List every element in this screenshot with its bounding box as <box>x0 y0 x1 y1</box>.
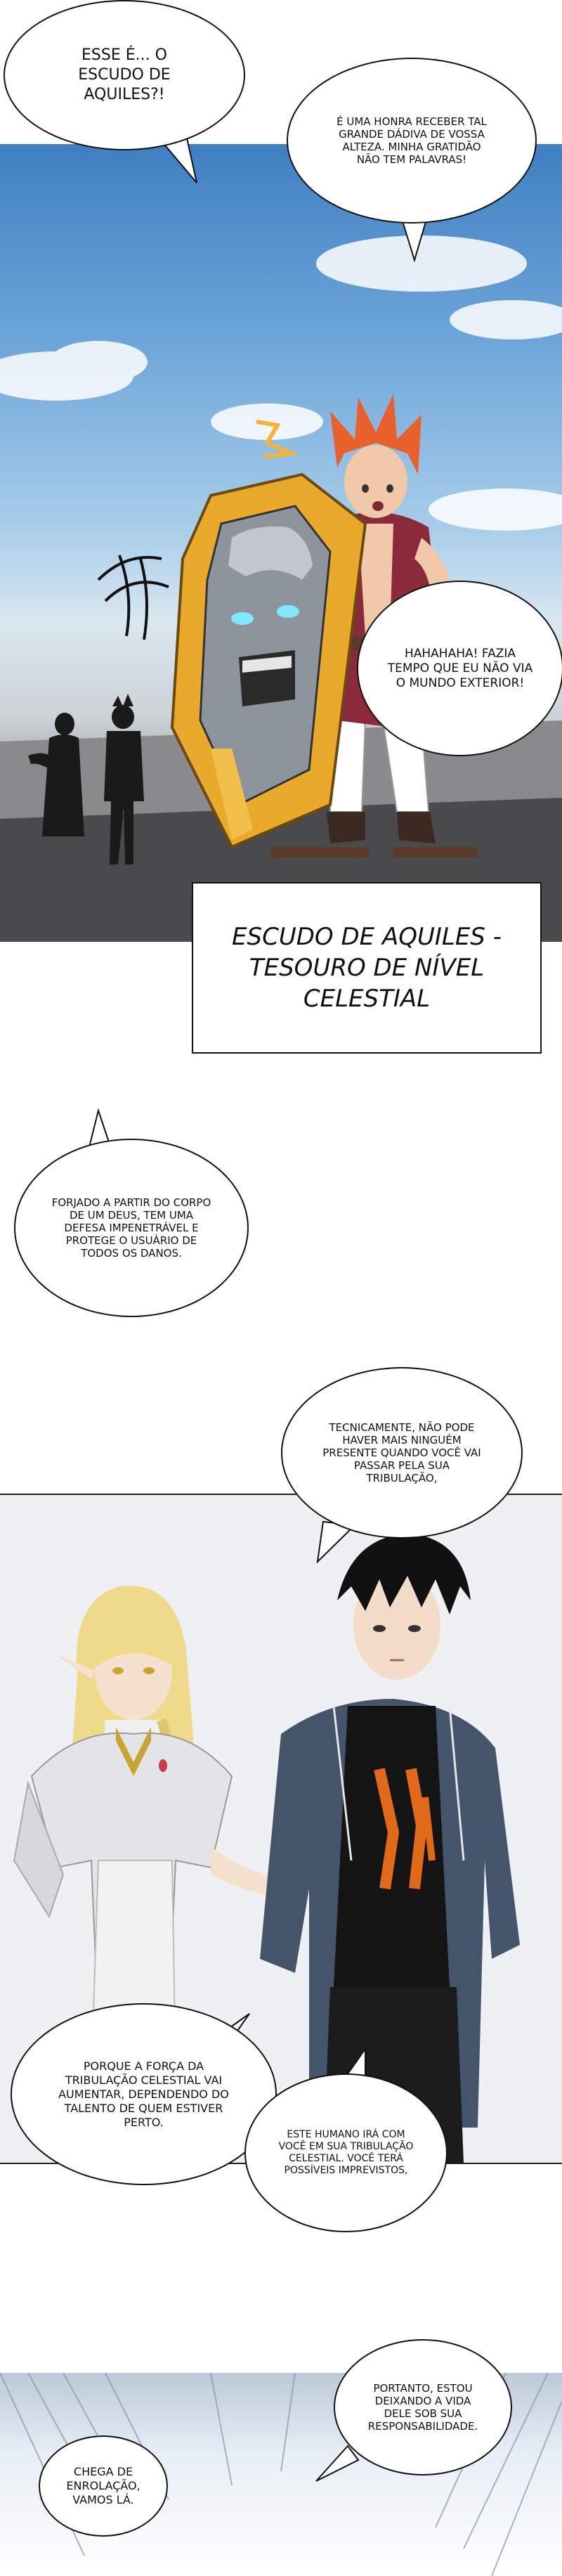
bubble-text: ESSE É... O ESCUDO DE AQUILES?! <box>78 46 171 103</box>
speech-bubble-humano: ESTE HUMANO IRÁ COM VOCÊ EM SUA TRIBULAÇ… <box>244 2073 447 2232</box>
bubble-text: TECNICAMENTE, NÃO PODE HAVER MAIS NINGUÉ… <box>322 1421 481 1484</box>
caption-line-2: TESOURO DE NÍVEL CELESTIAL <box>249 954 485 1013</box>
sky-scene-art <box>0 235 562 942</box>
bubble-text: ESTE HUMANO IRÁ COM VOCÊ EM SUA TRIBULAÇ… <box>278 2129 414 2176</box>
panel-divider <box>0 1494 562 1495</box>
bubble-text: PORTANTO, ESTOU DEIXANDO A VIDA DELE SOB… <box>367 2382 478 2433</box>
bubble-text: FORJADO A PARTIR DO CORPO DE UM DEUS, TE… <box>51 1196 211 1260</box>
caption-line-1: ESCUDO DE AQUILES - <box>232 923 502 951</box>
speech-bubble-portanto: PORTANTO, ESTOU DEIXANDO A VIDA DELE SOB… <box>334 2339 512 2475</box>
speech-bubble-tecnicamente: TECNICAMENTE, NÃO PODE HAVER MAIS NINGUÉ… <box>281 1367 523 1539</box>
speech-bubble-forjado: FORJADO A PARTIR DO CORPO DE UM DEUS, TE… <box>14 1139 249 1317</box>
bubble-text: É UMA HONRA RECEBER TAL GRANDE DÁDIVA DE… <box>336 115 487 166</box>
speech-bubble-hahaha: HAHAHAHA! FAZIA TEMPO QUE EU NÃO VIA O M… <box>357 581 562 756</box>
speech-bubble-escudo-question: ESSE É... O ESCUDO DE AQUILES?! <box>4 0 245 150</box>
bubble-text: CHEGA DE ENROLAÇÃO, VAMOS LÁ. <box>66 2465 140 2506</box>
speech-bubble-chega: CHEGA DE ENROLAÇÃO, VAMOS LÁ. <box>39 2435 168 2537</box>
caption-box: ESCUDO DE AQUILES - TESOURO DE NÍVEL CEL… <box>192 882 542 1054</box>
panel-sky-scene <box>0 144 562 942</box>
speech-bubble-honor: É UMA HONRA RECEBER TAL GRANDE DÁDIVA DE… <box>287 58 537 224</box>
bubble-text: PORQUE A FORÇA DA TRIBULAÇÃO CELESTIAL V… <box>58 2059 229 2129</box>
bubble-text: HAHAHAHA! FAZIA TEMPO QUE EU NÃO VIA O M… <box>387 646 533 690</box>
bubble-tail <box>315 2445 360 2482</box>
elf-and-boy-art <box>13 1534 520 2163</box>
speech-bubble-porque: PORQUE A FORÇA DA TRIBULAÇÃO CELESTIAL V… <box>11 2003 277 2185</box>
